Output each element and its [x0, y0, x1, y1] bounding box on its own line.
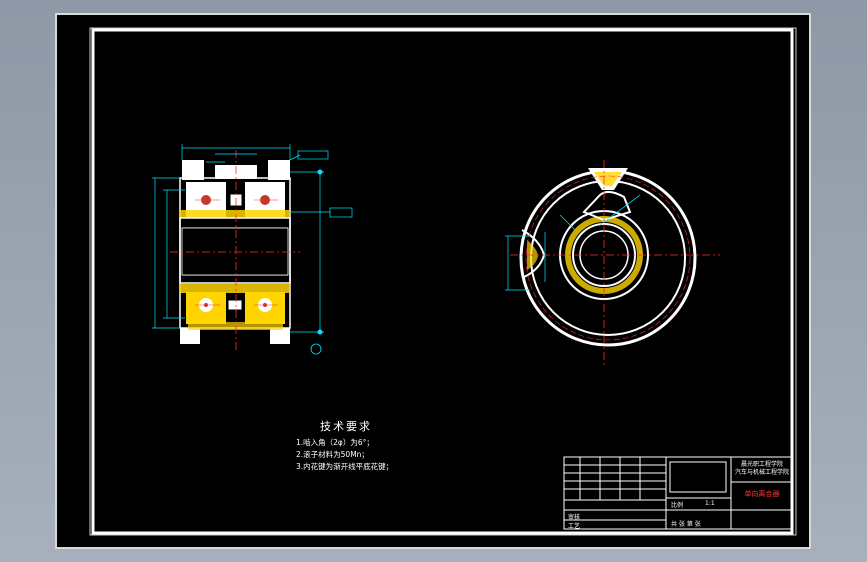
part-name: 单向离合器 [744, 490, 780, 498]
note-item: 1.啮入角（2φ）为6°； [296, 438, 374, 447]
front-dimensions [505, 194, 641, 291]
bottom-flange-right [270, 328, 290, 344]
bottom-flange-left [180, 328, 200, 344]
roller-slot [582, 191, 632, 222]
scale-label: 比例 [671, 502, 684, 509]
top-flange-left [182, 160, 204, 180]
upper-hatch-band [180, 210, 290, 218]
datum-marker [310, 343, 322, 355]
note-item: 2.滚子材料为50Mn； [296, 450, 369, 459]
outer-frame [89, 27, 797, 536]
inner-ring [530, 180, 686, 336]
signature-process: 工艺 [568, 523, 581, 530]
scale-value: 1:1 [705, 500, 715, 507]
lower-hatch-band [180, 283, 290, 293]
technical-notes: 1.啮入角（2φ）为6°； 2.滚子材料为50Mn； 3.内花键为渐开线平底花键… [296, 437, 393, 473]
lower-key [227, 299, 243, 311]
sheet-count: 共 张 第 张 [671, 521, 701, 528]
note-item: 3.内花键为渐开线平底花键； [296, 462, 394, 471]
outer-ring [519, 169, 697, 347]
title-block [563, 456, 792, 530]
front-view [510, 160, 720, 365]
section-view [170, 150, 300, 350]
notes-title: 技术要求 [320, 420, 372, 433]
bore [579, 230, 629, 280]
sheet-border [91, 28, 794, 535]
school-name: 晨光职工程学院 汽车与机械工程学院 [734, 461, 789, 476]
signature-review: 审核 [568, 514, 581, 521]
cad-viewport[interactable] [55, 13, 811, 549]
top-flange-right [268, 160, 290, 180]
